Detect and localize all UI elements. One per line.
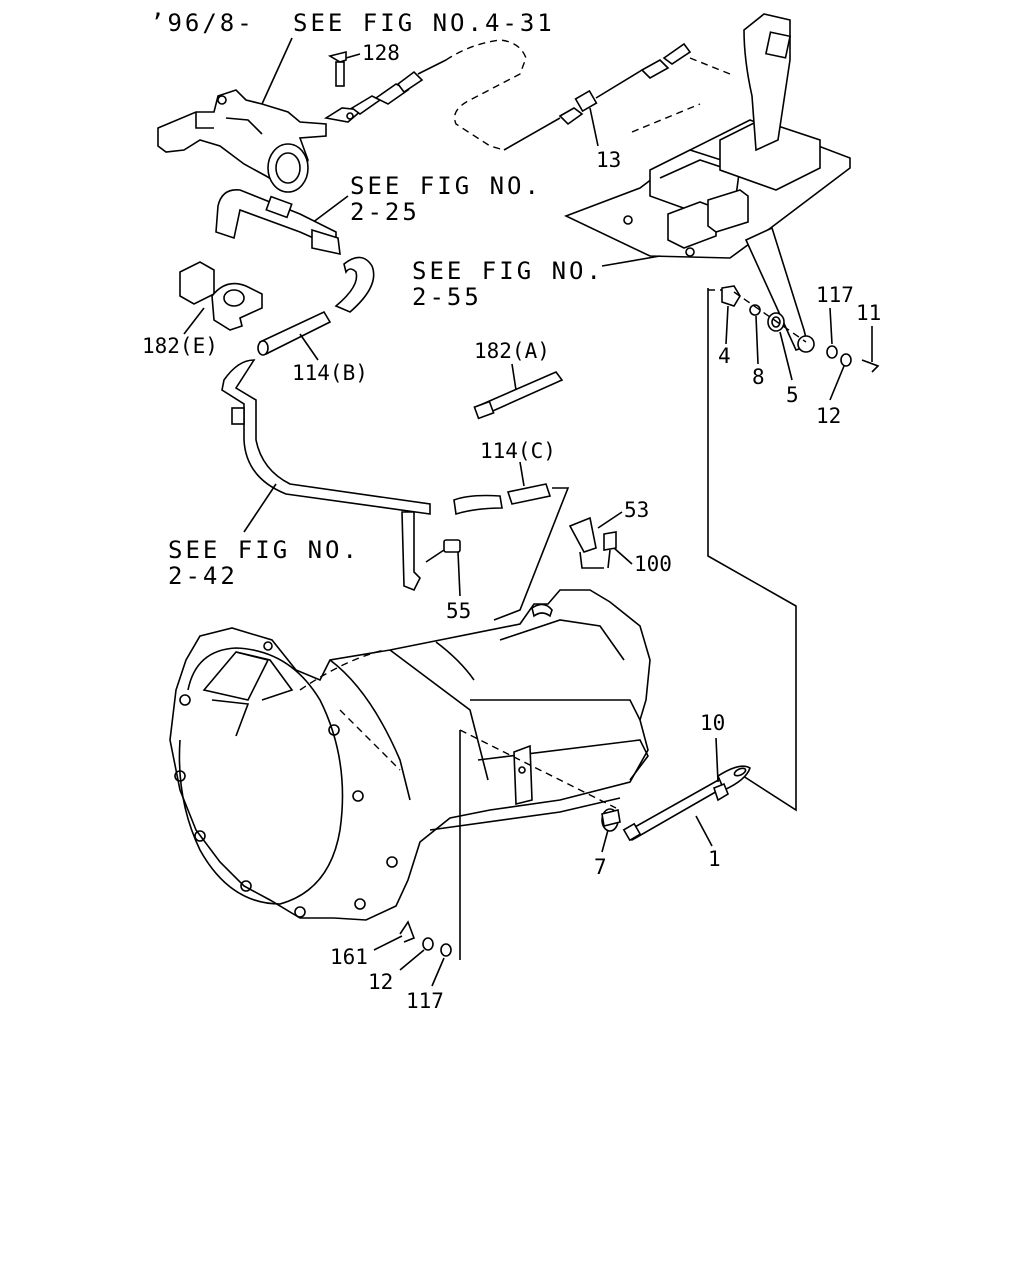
date-code-label: ’96/8- <box>150 9 255 37</box>
callout-4: 4 <box>718 344 731 368</box>
rod-link-line <box>707 288 797 812</box>
leader-13 <box>589 107 599 147</box>
throttle-cable-part <box>350 39 692 151</box>
leader-4-31 <box>261 37 293 105</box>
callout-161: 161 <box>330 945 368 969</box>
shift-pin-parts <box>721 285 807 343</box>
see-fig-2-25-label-line1: SEE FIG NO. <box>350 172 542 200</box>
clip-182e-part <box>179 261 263 331</box>
callout-8: 8 <box>752 365 765 389</box>
callout-114b: 114(B) <box>292 361 368 385</box>
screw-128-part <box>323 50 364 123</box>
bolt-55-part <box>425 539 461 563</box>
callout-182e: 182(E) <box>142 334 218 358</box>
hose-114c-part <box>453 483 552 516</box>
callout-55: 55 <box>446 599 471 623</box>
leader-182e <box>183 307 205 335</box>
leader-100 <box>613 547 633 565</box>
washer-clip-parts-top <box>826 345 880 373</box>
leader-4 <box>725 305 729 345</box>
leader-2-55 <box>601 255 661 267</box>
callout-12-top: 12 <box>816 404 841 428</box>
see-fig-2-55-label-line2: 2-55 <box>412 283 482 311</box>
callout-11: 11 <box>856 301 881 325</box>
bracket-53-part <box>568 516 617 569</box>
leader-7 <box>601 829 609 853</box>
callout-182a: 182(A) <box>474 339 550 363</box>
leader-12-top <box>829 365 845 401</box>
leader-161 <box>373 935 403 951</box>
callout-53: 53 <box>624 498 649 522</box>
leader-12-bottom <box>399 949 425 971</box>
bolt-7-part <box>601 808 621 832</box>
leader-182a <box>511 363 517 391</box>
leader-117-bottom <box>431 957 445 987</box>
shift-rod-1-part <box>622 765 751 842</box>
lower-pin-parts <box>399 920 452 957</box>
leader-53 <box>597 511 623 529</box>
nut-10-part <box>713 782 729 802</box>
see-fig-2-42-label-line1: SEE FIG NO. <box>168 536 360 564</box>
leader-1 <box>695 815 713 847</box>
leader-114c <box>519 461 525 487</box>
leader-8 <box>755 315 759 365</box>
leader-55 <box>457 551 461 597</box>
throttle-bracket-part <box>157 89 327 193</box>
callout-128: 128 <box>362 41 400 65</box>
callout-10: 10 <box>700 711 725 735</box>
breather-pipe-upper-part <box>215 189 341 256</box>
hose-114c-link <box>493 487 570 621</box>
leader-2-42 <box>243 483 277 533</box>
see-fig-2-42-label-line2: 2-42 <box>168 562 238 590</box>
callout-7: 7 <box>594 855 607 879</box>
leader-128 <box>345 53 361 59</box>
see-fig-2-55-label-line1: SEE FIG NO. <box>412 257 604 285</box>
callout-5: 5 <box>786 383 799 407</box>
breather-pipe-lower-part <box>221 359 431 592</box>
callout-12-bottom: 12 <box>368 970 393 994</box>
breather-fitting <box>531 603 553 618</box>
callout-100: 100 <box>634 552 672 576</box>
leader-117-top <box>829 307 833 345</box>
see-fig-4-31-label: SEE FIG NO.4-31 <box>293 9 555 37</box>
shift-lever-assembly-part <box>563 13 851 353</box>
hose-bend-part <box>334 256 375 313</box>
see-fig-2-25-label-line2: 2-25 <box>350 198 420 226</box>
leader-10 <box>715 737 719 783</box>
callout-117-top: 117 <box>816 283 854 307</box>
callout-1: 1 <box>708 847 721 871</box>
leader-5 <box>779 331 793 381</box>
callout-114c: 114(C) <box>480 439 556 463</box>
callout-117-bottom: 117 <box>406 989 444 1013</box>
transmission-case-part <box>169 589 651 921</box>
leader-114b <box>299 333 319 361</box>
hose-114b-part <box>257 310 332 356</box>
callout-13: 13 <box>596 148 621 172</box>
cable-tie-182a-part <box>473 371 564 420</box>
bolt-link-dash <box>459 729 617 809</box>
